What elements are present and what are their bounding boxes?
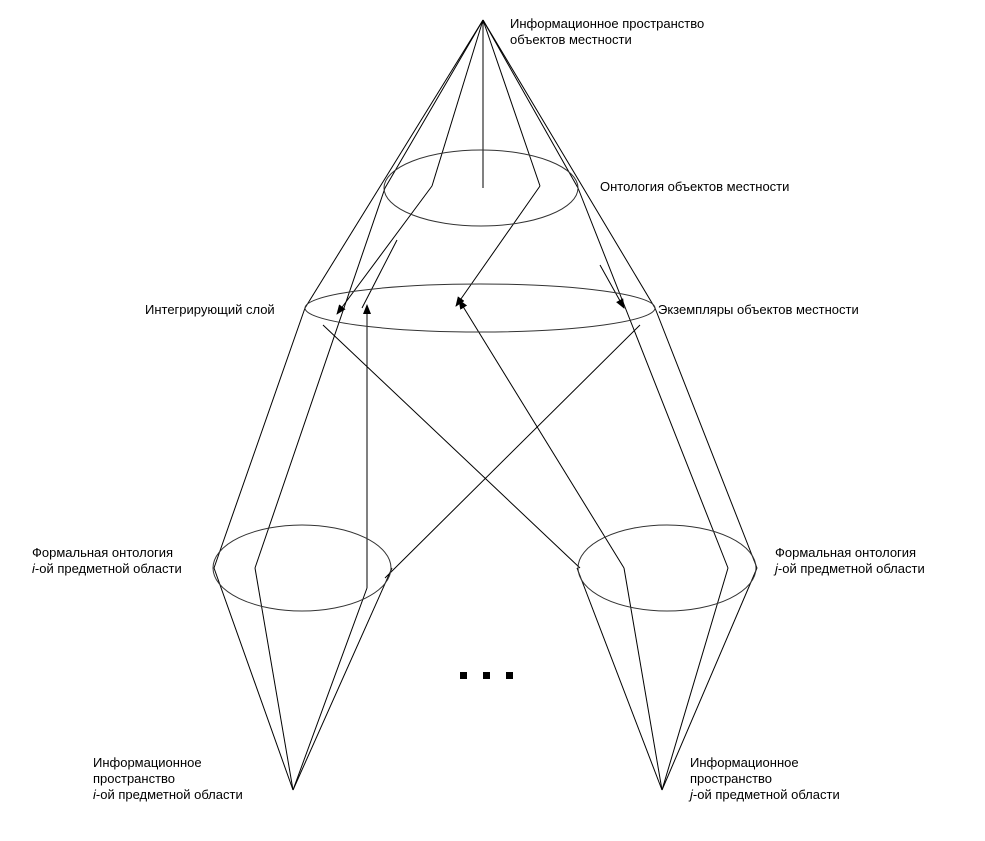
outer-left-long-line [213, 307, 306, 569]
right-cone-inner-right [661, 567, 729, 791]
space-i-label: Информационное пространство i-ой предмет… [93, 755, 243, 802]
ontology-i-ellipse [212, 524, 392, 612]
arrow-right-to-instances [599, 264, 625, 309]
left-cone-inner-left [254, 567, 294, 791]
cross-line-left-to-right [322, 324, 581, 569]
cross-line-right-to-left [384, 324, 641, 579]
arrow-ontology-to-layer-1 [336, 185, 433, 315]
inner-left-long-line [254, 187, 386, 569]
outer-right-long-line [654, 307, 758, 569]
right-cone-outer-left [576, 567, 663, 791]
left-cone-outer-left [213, 567, 294, 791]
terrain-ontology-ellipse [383, 149, 579, 227]
ontology-j-ellipse [577, 524, 757, 612]
left-cone-outer-right [292, 567, 393, 791]
integrating-layer-ellipse [304, 283, 656, 333]
right-cone-outer-right [661, 567, 758, 791]
more-domains-ellipsis-mark [460, 668, 514, 680]
integrating-layer-label: Интегрирующий слой [145, 302, 275, 317]
space-j-label: Информационное пространство j-ой предмет… [690, 755, 840, 802]
top-cone-line-a [431, 19, 484, 187]
terrain-instances-label: Экземпляры объектов местности [658, 302, 859, 317]
top-cone-line-b [482, 19, 541, 187]
top-space-label: Информационное пространство объектов мес… [510, 16, 705, 47]
ontology-j-label: Формальная онтология j-ой предметной обл… [775, 545, 925, 576]
top-cone-outer-right-line [482, 19, 656, 309]
terrain-ontology-label: Онтология объектов местности [600, 179, 790, 194]
arrow-j-to-layer [458, 299, 625, 569]
right-cone-inner-left [623, 567, 663, 791]
arrow-i-to-layer-short [361, 239, 398, 309]
top-cone-outer-left-line [304, 19, 484, 309]
top-cone-inner-left-line [384, 19, 484, 189]
arrow-ontology-to-layer-2 [455, 185, 541, 307]
ontology-i-label: Формальная онтология i-ой предметной обл… [32, 545, 182, 576]
inner-right-long-line [577, 187, 729, 569]
top-cone-inner-right-line [482, 19, 579, 189]
left-cone-inner-right [292, 587, 368, 791]
